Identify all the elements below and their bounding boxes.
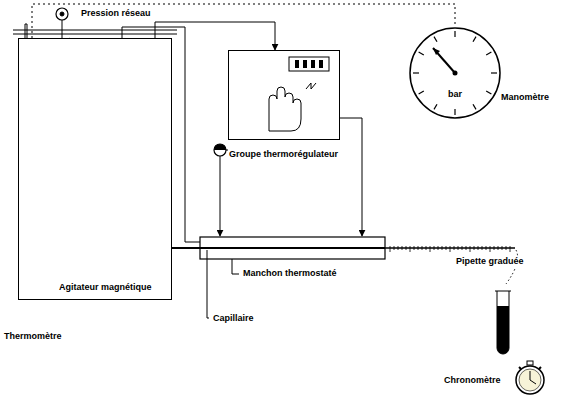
node-label: bar — [409, 89, 501, 100]
stopwatch-label: Chronomètre — [443, 375, 502, 386]
node-label: Groupe thermorégulateur — [229, 149, 338, 160]
pressure-gauge: bar — [409, 27, 501, 119]
sleeve-label: Manchon thermostaté — [242, 268, 338, 279]
regulator-drawing — [229, 51, 339, 139]
capillary-label: Capillaire — [212, 313, 255, 324]
test-tube — [495, 291, 511, 354]
pipette-label: Pipette graduée — [455, 256, 525, 267]
valve-label: Pression réseau — [80, 8, 152, 19]
gauge-dial — [409, 27, 501, 119]
leader-line — [207, 250, 239, 318]
thermoregulator-unit: Groupe thermorégulateur — [228, 50, 340, 140]
tank-cover — [13, 30, 177, 34]
thermometer-label: Thermomètre — [3, 331, 63, 342]
gauge-label: Manomètre — [500, 92, 550, 103]
capillary-tube — [172, 247, 385, 249]
pressure-line — [32, 4, 455, 38]
return-line — [155, 22, 275, 50]
pipette-graduation — [390, 246, 510, 252]
agitator-tank: Agitateur magnétique — [18, 38, 172, 300]
node-label: Agitateur magnétique — [59, 282, 152, 293]
pump-symbol — [214, 144, 226, 156]
stopwatch-icon — [516, 361, 544, 394]
